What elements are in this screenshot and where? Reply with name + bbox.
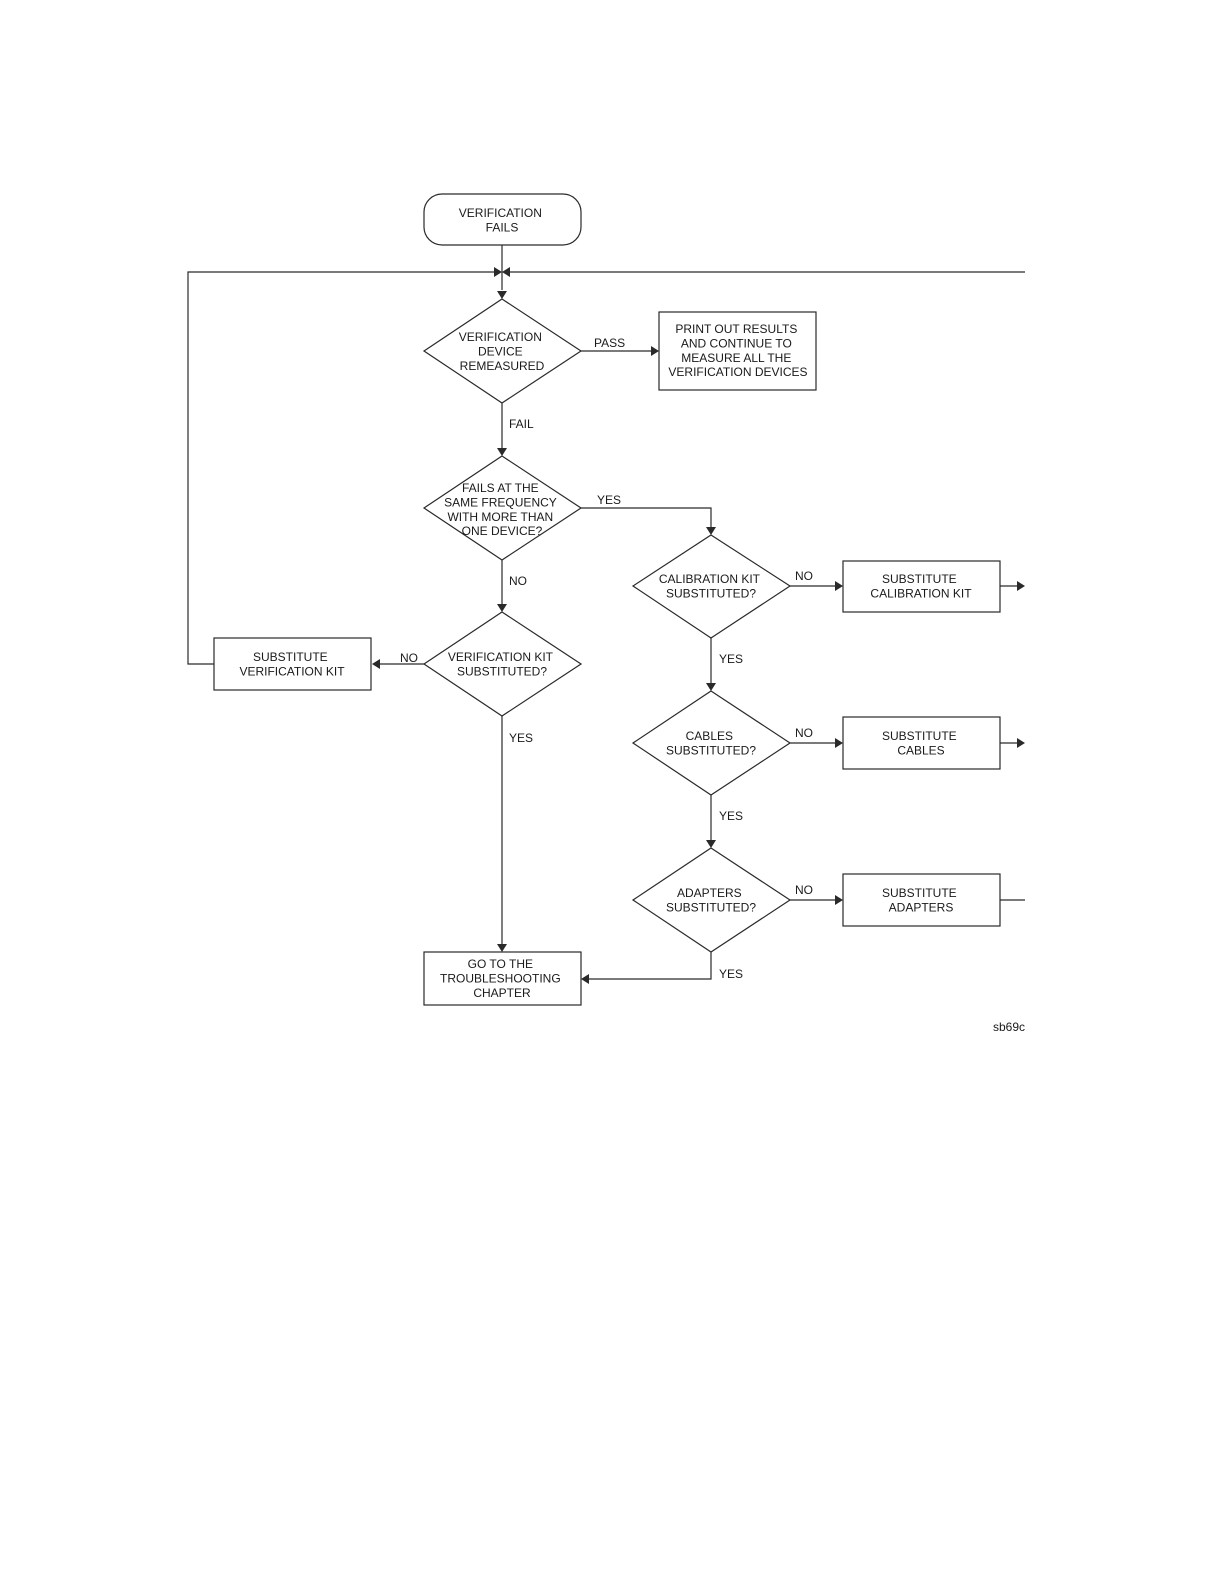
troubleshooting-label: GO TO THE TROUBLESHOOTING CHAPTER: [440, 957, 564, 1000]
edge-label-no-adapters: NO: [795, 883, 813, 897]
arrowhead-yes-calkit: [706, 683, 716, 691]
calibration-kit-line-1: CALIBRATION KIT: [659, 572, 761, 586]
remeasured-line-3: REMEASURED: [460, 359, 545, 373]
same-frequency-line-3: WITH MORE THAN: [447, 510, 553, 524]
figure-id: sb69c: [993, 1020, 1025, 1034]
calibration-kit-decision: [631, 534, 792, 639]
same-frequency-label: FAILS AT THE SAME FREQUENCY WITH MORE TH…: [444, 481, 560, 538]
substitute-cables-label: SUBSTITUTE CABLES: [882, 729, 960, 757]
edge-label-no-same-freq: NO: [509, 574, 527, 588]
shapes: [213, 193, 1001, 1006]
start-line-2: FAILS: [486, 220, 519, 234]
remeasured-label: VERIFICATION DEVICE REMEASURED: [459, 330, 545, 373]
substitute-verification-kit-line-1: SUBSTITUTE: [253, 650, 328, 664]
substitute-verification-kit-box: [213, 637, 372, 691]
remeasured-decision: [422, 298, 583, 404]
cables-label: CABLES SUBSTITUTED?: [666, 729, 756, 757]
start-terminator: [423, 193, 582, 246]
print-results-line-4: VERIFICATION DEVICES: [668, 365, 807, 379]
print-results-line-3: MEASURE ALL THE: [681, 351, 791, 365]
verification-kit-label: VERIFICATION KIT SUBSTITUTED?: [448, 650, 556, 678]
substitute-calibration-kit-line-2: CALIBRATION KIT: [870, 586, 972, 600]
substitute-calibration-kit-box: [842, 560, 1001, 613]
print-results-box: [658, 311, 817, 391]
arrowhead-no-verkit: [372, 659, 380, 669]
edge-label-yes-cables: YES: [719, 809, 743, 823]
connector-yes-same-freq: [581, 507, 712, 528]
substitute-adapters-box: [842, 873, 1001, 927]
edge-label-pass: PASS: [594, 336, 625, 350]
edge-label-no-cables: NO: [795, 726, 813, 740]
substitute-adapters-line-1: SUBSTITUTE: [882, 886, 957, 900]
edge-label-yes-same-freq: YES: [597, 493, 621, 507]
substitute-calibration-kit-label: SUBSTITUTE CALIBRATION KIT: [870, 572, 972, 600]
substitute-cables-line-1: SUBSTITUTE: [882, 729, 957, 743]
edge-label-yes-verkit: YES: [509, 731, 533, 745]
substitute-verification-kit-label: SUBSTITUTE VERIFICATION KIT: [239, 650, 345, 678]
arrowhead-yes-cables: [706, 840, 716, 848]
verification-kit-decision: [422, 611, 583, 717]
node-labels: VERIFICATION FAILS VERIFICATION DEVICE R…: [239, 206, 972, 1000]
same-frequency-line-1: FAILS AT THE: [462, 481, 539, 495]
edge-label-fail: FAIL: [509, 417, 534, 431]
troubleshooting-box: [423, 951, 582, 1006]
cables-line-1: CABLES: [686, 729, 733, 743]
arrowhead-down-remeasured: [497, 291, 507, 299]
troubleshooting-line-2: TROUBLESHOOTING: [440, 971, 561, 985]
same-frequency-line-4: ONE DEVICE?: [462, 524, 543, 538]
substitute-adapters-label: SUBSTITUTE ADAPTERS: [882, 886, 960, 914]
edge-label-yes-adapters: YES: [719, 967, 743, 981]
print-results-line-1: PRINT OUT RESULTS: [675, 322, 797, 336]
edge-label-no-verkit: NO: [400, 651, 418, 665]
adapters-line-2: SUBSTITUTED?: [666, 900, 756, 914]
troubleshooting-line-1: GO TO THE: [468, 957, 533, 971]
cables-line-2: SUBSTITUTED?: [666, 743, 756, 757]
arrowhead-no-adapters: [835, 895, 843, 905]
start-label: VERIFICATION FAILS: [459, 206, 545, 234]
arrowhead-yes-adapters: [581, 974, 589, 984]
adapters-line-1: ADAPTERS: [677, 886, 742, 900]
substitute-cables-line-2: CABLES: [897, 743, 944, 757]
arrowhead-cables-out: [1017, 738, 1025, 748]
arrowhead-calkit-out: [1017, 581, 1025, 591]
print-results-label: PRINT OUT RESULTS AND CONTINUE TO MEASUR…: [668, 322, 807, 379]
arrowhead-yes-verkit: [497, 944, 507, 952]
arrowhead-no-same-freq: [497, 604, 507, 612]
connectors: [187, 245, 1025, 980]
arrowhead-pass: [651, 346, 659, 356]
same-frequency-line-2: SAME FREQUENCY: [444, 495, 557, 509]
adapters-label: ADAPTERS SUBSTITUTED?: [666, 886, 756, 914]
connector-yes-adapters: [588, 952, 712, 980]
substitute-calibration-kit-line-1: SUBSTITUTE: [882, 572, 957, 586]
arrowhead-yes-same-freq: [706, 527, 716, 535]
same-frequency-decision: [422, 455, 583, 561]
edge-label-yes-calkit: YES: [719, 652, 743, 666]
substitute-adapters-line-2: ADAPTERS: [889, 900, 954, 914]
start-line-1: VERIFICATION: [459, 206, 542, 220]
remeasured-line-1: VERIFICATION: [459, 330, 542, 344]
arrowheads: [372, 267, 1025, 984]
substitute-cables-box: [842, 716, 1001, 770]
verification-kit-line-1: VERIFICATION KIT: [448, 650, 554, 664]
edge-labels: PASS FAIL YES NO NO YES NO YES NO YES NO…: [400, 336, 813, 981]
print-results-line-2: AND CONTINUE TO: [681, 336, 792, 350]
arrowhead-right-loop-left: [494, 267, 502, 277]
edge-label-no-calkit: NO: [795, 569, 813, 583]
calibration-kit-label: CALIBRATION KIT SUBSTITUTED?: [659, 572, 763, 600]
arrowhead-no-cables: [835, 738, 843, 748]
cables-decision: [631, 690, 792, 796]
arrowhead-fail: [497, 448, 507, 456]
verification-kit-line-2: SUBSTITUTED?: [457, 664, 547, 678]
substitute-verification-kit-line-2: VERIFICATION KIT: [239, 664, 345, 678]
arrowhead-left-loop-right: [502, 267, 510, 277]
arrowhead-no-calkit: [835, 581, 843, 591]
troubleshooting-line-3: CHAPTER: [473, 986, 531, 1000]
calibration-kit-line-2: SUBSTITUTED?: [666, 586, 756, 600]
adapters-decision: [631, 847, 792, 953]
remeasured-line-2: DEVICE: [478, 344, 523, 358]
connector-left-loop: [187, 271, 495, 665]
